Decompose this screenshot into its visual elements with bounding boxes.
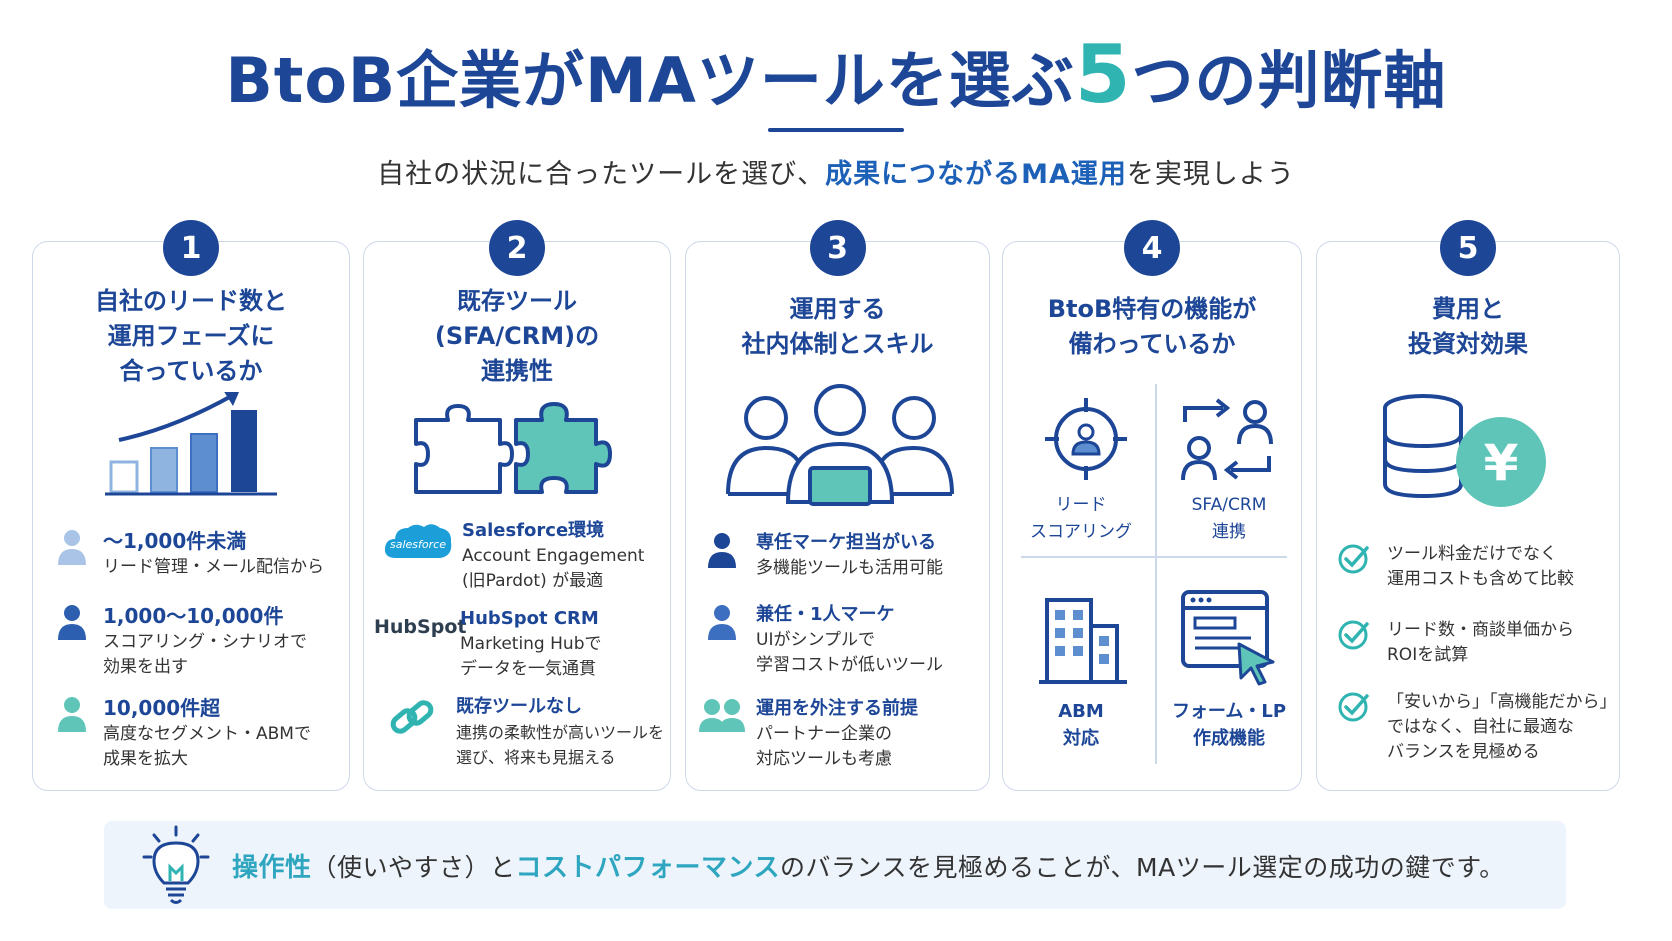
card-lead-volume: 1 自社のリード数と運用フェーズに合っているか ～1,000件未満リード管理・メ…	[32, 220, 350, 791]
list-item: 運用を外注する前提パートナー企業の対応ツールも考慮	[698, 696, 918, 772]
person-icon	[708, 605, 736, 640]
card-number-badge: 1	[163, 220, 219, 276]
page-title: BtoB企業がMAツールを選ぶ5つの判断軸	[225, 28, 1447, 121]
card-cost-roi: 5 費用と投資対効果 ¥ ツール料金だけでなく運用コストも含めて比較 リード数・…	[1316, 220, 1620, 791]
list-item: 1,000～10,000件スコアリング・シナリオで効果を出す	[55, 602, 307, 680]
page-subtitle: 自社の状況に合ったツールを選び、成果につながるMA運用を実現しよう	[377, 159, 1295, 190]
coin-stack-yen-icon: ¥	[1383, 394, 1546, 507]
web-form-icon	[1181, 590, 1275, 686]
grid-divider	[1155, 384, 1157, 764]
card-title: 既存ツール(SFA/CRM)の連携性	[434, 287, 600, 385]
list-item: 10,000件超高度なセグメント・ABMで成果を拡大	[55, 694, 311, 772]
card-integration: 2 既存ツール(SFA/CRM)の連携性 salesforce Salesfor…	[363, 220, 671, 791]
person-icon	[708, 533, 736, 568]
group-people-icon	[699, 699, 745, 732]
card-title: 費用と投資対効果	[1408, 295, 1528, 358]
card-number-badge: 2	[489, 220, 545, 276]
salesforce-logo-icon: salesforce	[384, 524, 452, 558]
key-takeaway-text: 操作性（使いやすさ）とコストパフォーマンスのバランスを見極めることが、MAツール…	[232, 853, 1505, 883]
card-number-badge: 3	[809, 220, 866, 276]
grid-divider	[1021, 556, 1287, 558]
check-circle-icon	[1338, 544, 1369, 574]
check-circle-icon	[1338, 620, 1369, 650]
check-circle-icon	[1338, 692, 1369, 722]
list-item: 既存ツールなし連携の柔軟性が高いツールを選び、将来も見据える	[386, 694, 664, 770]
person-icon	[58, 605, 86, 640]
title-number: 5	[1074, 28, 1132, 121]
hubspot-logo-icon: HubSpot	[374, 616, 467, 638]
key-takeaway-banner: 操作性（使いやすさ）とコストパフォーマンスのバランスを見極めることが、MAツール…	[104, 821, 1566, 909]
growth-bar-chart-icon	[105, 392, 277, 496]
feature-label: リードスコアリング	[1030, 495, 1132, 542]
target-person-icon	[1045, 398, 1127, 480]
card-title: BtoB特有の機能が備わっているか	[1047, 295, 1257, 358]
card-title: 自社のリード数と運用フェーズに合っているか	[95, 287, 287, 385]
list-item: ツール料金だけでなく運用コストも含めて比較	[1337, 542, 1574, 592]
office-building-icon	[1039, 598, 1127, 684]
lightbulb-icon	[142, 825, 210, 904]
card-title: 運用する社内体制とスキル	[741, 295, 934, 358]
svg-text:¥: ¥	[1484, 434, 1519, 492]
link-chain-icon	[390, 700, 434, 734]
sync-people-icon	[1181, 398, 1273, 481]
list-item: 「安いから」「高機能だから」ではなく、自社に最適なバランスを見極める	[1337, 690, 1617, 765]
list-item: ～1,000件未満リード管理・メール配信から	[55, 527, 324, 580]
card-number-badge: 4	[1124, 220, 1180, 276]
person-icon	[58, 697, 86, 732]
title-underline	[768, 128, 904, 132]
svg-text:salesforce: salesforce	[390, 538, 446, 551]
person-icon	[58, 530, 86, 565]
card-team-skill: 3 運用する社内体制とスキル 専任マーケ担当がいる多機能ツールも活用可能 兼任・…	[685, 220, 990, 791]
card-number-badge: 5	[1440, 220, 1496, 276]
list-item: 専任マーケ担当がいる多機能ツールも活用可能	[704, 530, 943, 581]
puzzle-pieces-icon	[414, 402, 612, 494]
team-people-icon	[726, 384, 954, 506]
